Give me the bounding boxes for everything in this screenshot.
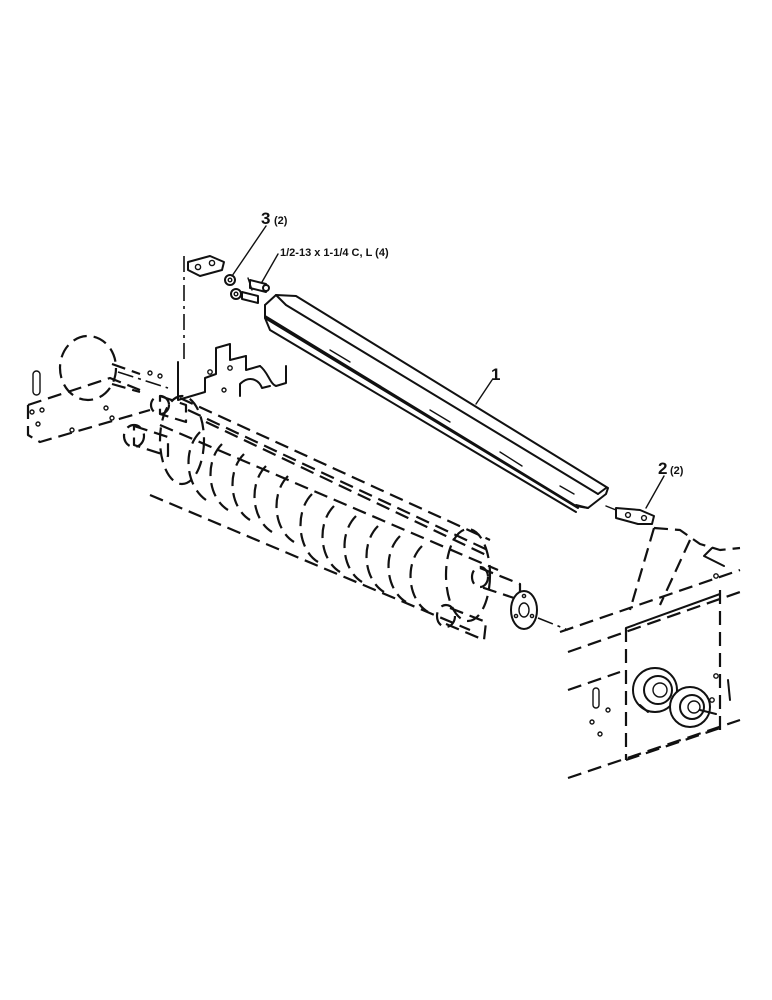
part-1-channel [264, 294, 609, 513]
left-mounting-plate [177, 343, 287, 401]
right-lower-frame [567, 670, 741, 780]
left-shaft-centerline [117, 371, 169, 389]
part-3-number: 3 [261, 209, 270, 228]
part-1-number: 1 [491, 365, 500, 384]
bolt-leader [261, 253, 279, 283]
part-3-leader [231, 225, 267, 277]
part-2-qty: (2) [670, 465, 684, 477]
part-3-qty: (2) [274, 215, 288, 227]
part-2-leader [645, 475, 665, 509]
bolt-spec: 1/2-13 x 1-1/4 C, L (4) [280, 247, 389, 259]
right-bearings [632, 667, 717, 728]
washers-and-bolts [224, 274, 270, 304]
left-side-frame [26, 370, 151, 444]
part-2-bracket [605, 505, 655, 525]
part-1-leader [475, 379, 493, 405]
part-3-bracket [187, 255, 225, 277]
phantom-disc [58, 334, 141, 402]
shaft-flange [510, 590, 569, 631]
roller-assembly [122, 394, 522, 642]
right-side-frame [559, 526, 741, 762]
part-2-number: 2 [658, 459, 667, 478]
